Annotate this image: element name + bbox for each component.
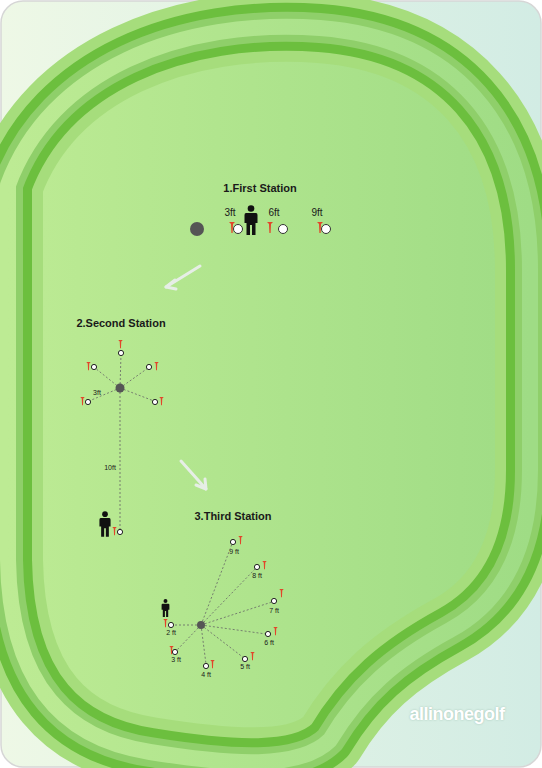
- distance-label: 4 ft: [201, 671, 211, 679]
- distance-label: 9 ft: [229, 548, 239, 556]
- distance-label: 8 ft: [252, 572, 262, 580]
- distance-label: 3ft: [93, 389, 101, 397]
- distance-label: 10ft: [104, 464, 116, 472]
- distance-label: 6 ft: [264, 639, 274, 647]
- distance-label: 2 ft: [166, 629, 176, 637]
- station-title: 1.First Station: [223, 182, 296, 194]
- station-title: 3.Third Station: [195, 510, 272, 522]
- distance-label: 5 ft: [240, 663, 250, 671]
- distance-label: 7 ft: [269, 607, 279, 615]
- station-three: [162, 536, 284, 669]
- distance-label: 3ft: [224, 207, 235, 218]
- station-title: 2.Second Station: [76, 317, 165, 329]
- station-two: [80, 340, 164, 537]
- distance-label: 9ft: [311, 207, 322, 218]
- watermark: allinonegolf: [410, 705, 505, 725]
- distance-label: 3 ft: [171, 656, 181, 664]
- distance-label: 6ft: [268, 207, 279, 218]
- station-one: [190, 205, 331, 236]
